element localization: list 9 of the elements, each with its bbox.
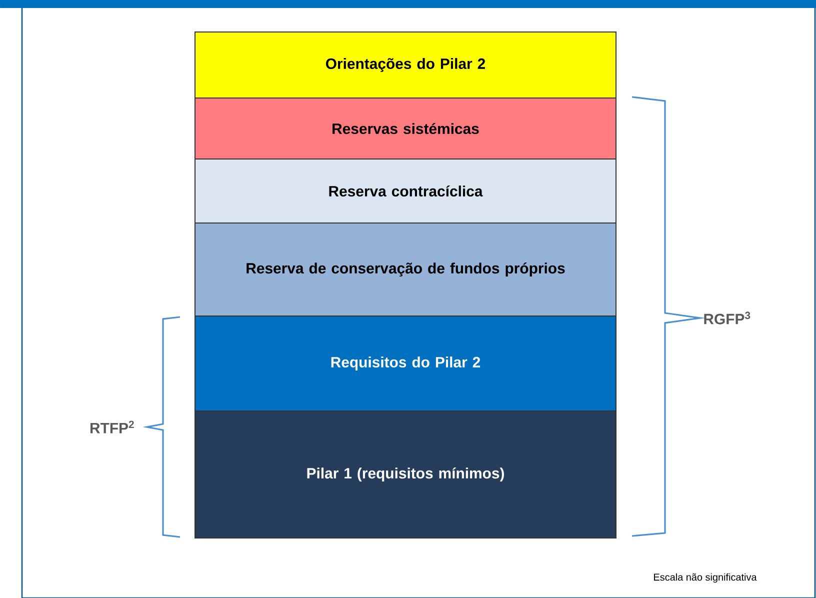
bracket-label: RGFP$^{3}$ <box>704 312 750 324</box>
layer-box: Requisitos do Pilar 2 <box>194 316 616 412</box>
layer-box: Orientações do Pilar 2 <box>194 32 616 98</box>
layer-box: Pilar 1 (requisitos mínimos) <box>194 410 616 538</box>
layer-box: Reserva contracíclica <box>194 158 616 224</box>
note: Escala não significativa <box>654 573 757 583</box>
layer-box: Reserva de conservação de fundos próprios <box>194 222 616 316</box>
layer-box: Reservas sistémicas <box>194 98 616 160</box>
bracket-label: RTFP$^{2}$ <box>90 420 134 434</box>
